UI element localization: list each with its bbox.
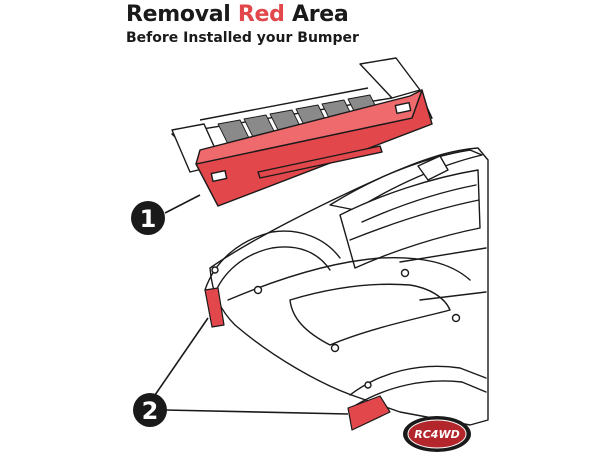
bumper-slot <box>257 145 383 179</box>
title-part-2: Area <box>284 2 349 27</box>
bolt-6 <box>364 381 372 389</box>
grille-top-rim <box>199 87 369 121</box>
bumper-hole-right <box>394 101 412 115</box>
side-mirror <box>417 155 449 181</box>
bumper-hole-left <box>210 169 228 183</box>
door-window-line <box>361 184 477 223</box>
body-line-1 <box>399 247 487 263</box>
callout-1-number: 1 <box>140 205 157 233</box>
bolt-3 <box>400 268 410 278</box>
title-highlight: Red <box>237 2 285 27</box>
leader-line-2a <box>154 317 209 396</box>
bolt-2 <box>330 343 340 353</box>
fender-arch-inner <box>212 246 331 299</box>
bolt-1 <box>253 285 263 295</box>
callout-2-number: 2 <box>142 397 159 425</box>
title-part-1: Removal <box>126 2 238 27</box>
brand-logo: RC4WD <box>403 416 471 452</box>
bolt-4 <box>451 313 461 323</box>
page-title: Removal Red Area <box>126 2 349 27</box>
hood-vent <box>289 283 451 346</box>
removal-area-fender-right <box>347 395 391 431</box>
removal-area-bumper-top <box>195 89 423 165</box>
grille-right-block <box>359 57 421 99</box>
leader-lines <box>154 194 349 415</box>
brand-logo-text: RC4WD <box>414 428 459 441</box>
removal-area-fender-left <box>204 287 225 328</box>
leader-line-1 <box>164 194 201 214</box>
callout-2: 2 <box>133 393 167 427</box>
car-body <box>204 147 489 426</box>
wheel-well-lower <box>349 365 487 396</box>
door-line <box>349 199 480 241</box>
wheel-well-lower-2 <box>355 380 487 406</box>
grille-assembly <box>171 57 433 207</box>
hood-panel <box>227 256 471 301</box>
body-line-2 <box>419 291 487 301</box>
fender-removal-areas <box>204 287 391 431</box>
page-subtitle: Before Installed your Bumper <box>126 30 359 46</box>
bolt-5 <box>211 266 219 274</box>
leader-line-2b <box>164 409 349 415</box>
callout-1: 1 <box>131 201 165 235</box>
